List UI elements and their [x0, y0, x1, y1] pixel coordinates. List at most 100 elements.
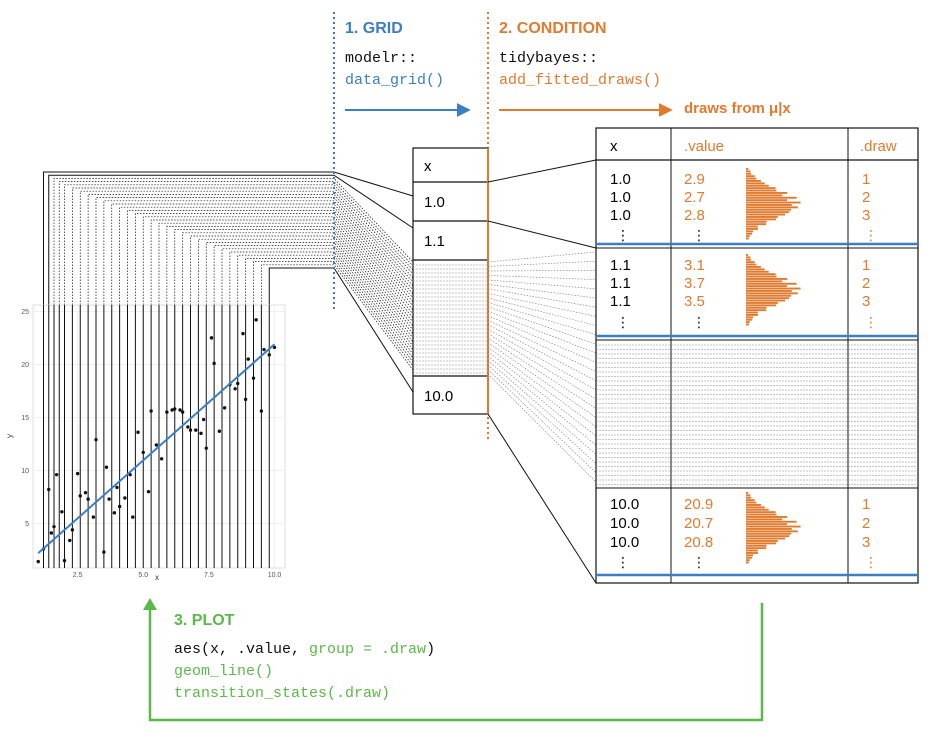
row-connector — [487, 302, 597, 336]
histogram-bar — [746, 554, 753, 557]
data-point — [159, 457, 164, 461]
grid-connector — [58, 181, 414, 305]
histogram-bar — [746, 282, 797, 285]
cell-value: 2.7 — [684, 189, 705, 206]
draws-group: 1.1 1.1 1.1 ⋮ 3.1 3.7 3.5 ⋮ 1 2 3 ⋮ — [610, 254, 878, 330]
grid-connector — [268, 267, 414, 393]
data-point — [209, 336, 214, 340]
y-tick-label: 5 — [25, 521, 29, 528]
histogram-bar — [746, 535, 790, 538]
y-tick-label: 10 — [21, 468, 29, 475]
histogram-bar — [746, 323, 749, 326]
geom-line-call: geom_line() — [174, 663, 273, 680]
row-connector — [487, 360, 597, 455]
data-point — [75, 471, 80, 476]
cell-draw: 1 — [862, 257, 870, 274]
grid-connector — [213, 245, 414, 347]
histogram-bar — [746, 172, 752, 175]
cell-x: 1.0 — [610, 207, 631, 224]
transition-states-call: transition_states(.draw) — [174, 685, 390, 702]
y-tick-label: 25 — [21, 309, 29, 316]
cell-draw: 1 — [862, 496, 870, 513]
histogram-bar — [746, 547, 767, 550]
data-point — [180, 410, 185, 414]
cell-x: 10.0 — [610, 534, 639, 551]
histogram-bar — [746, 199, 788, 202]
column-header-draw: .draw — [860, 138, 897, 155]
grid-connector — [221, 248, 414, 351]
histogram-bar — [746, 189, 777, 192]
grid-table-row: 1.1 — [424, 233, 445, 250]
histogram-bar — [746, 504, 761, 506]
data-point — [141, 450, 145, 455]
histogram-bar — [746, 528, 792, 530]
ellipsis: ⋮ — [864, 314, 878, 330]
histogram-bar — [746, 196, 797, 199]
data-point — [86, 497, 90, 501]
draws-group: 1.0 1.0 1.0 ⋮ 2.9 2.7 2.8 ⋮ 1 2 3 ⋮ — [610, 168, 878, 243]
data-point — [188, 428, 193, 432]
histogram-bar — [746, 182, 765, 185]
row-connector — [487, 346, 597, 428]
histogram-bar — [746, 204, 792, 206]
data-point — [170, 408, 174, 412]
data-point — [199, 431, 203, 436]
histogram-bar — [746, 237, 749, 240]
cell-value: 2.9 — [684, 171, 705, 188]
row-connector — [487, 364, 597, 464]
modelr-package-label: modelr:: — [345, 50, 417, 67]
histogram-bar — [746, 180, 761, 182]
histogram-bar — [746, 314, 758, 316]
histogram-bar — [746, 299, 786, 302]
step-plot-title: 3. PLOT — [174, 612, 235, 629]
data-point — [241, 331, 245, 336]
histogram-bar — [746, 549, 758, 552]
row-connector — [487, 306, 597, 345]
row-connector — [487, 342, 597, 418]
histogram-bar — [746, 223, 767, 226]
data-point — [173, 407, 177, 411]
step-grid-title: 1. GRID — [345, 20, 403, 37]
cell-x: 1.0 — [610, 189, 631, 206]
histogram-bar — [746, 501, 757, 504]
data-point — [91, 515, 96, 519]
data-point — [47, 487, 51, 492]
grid-connector — [253, 261, 414, 367]
data-point — [246, 357, 250, 361]
ellipsis: ⋮ — [692, 314, 706, 330]
step-condition: 2. CONDITION tidybayes:: add_fitted_draw… — [499, 20, 791, 117]
value-histogram — [746, 254, 801, 326]
histogram-bar — [746, 208, 792, 211]
ellipsis: ⋮ — [616, 314, 630, 330]
data-point — [251, 376, 256, 380]
draws-table: x .value .draw 1.0 1.0 1.0 ⋮ 2.9 2.7 2.8… — [595, 127, 919, 584]
data-point — [107, 497, 111, 501]
histogram-bar — [746, 218, 776, 221]
grid-connector — [205, 242, 414, 343]
data-point — [131, 515, 135, 519]
ellipsis: ⋮ — [864, 227, 878, 243]
histogram-bar — [746, 278, 788, 280]
row-connector — [487, 251, 597, 263]
histogram-bar — [746, 287, 801, 290]
x-tick-label: 7.5 — [204, 572, 214, 579]
histogram-bar — [746, 523, 788, 526]
grid-table-header: x — [424, 158, 432, 175]
data-point — [70, 528, 75, 532]
step-grid: 1. GRID modelr:: data_grid() — [345, 20, 471, 117]
histogram-bar — [746, 177, 757, 180]
cell-value: 3.5 — [684, 293, 705, 310]
histogram-bar — [746, 311, 758, 314]
histogram-bar — [746, 496, 752, 499]
grid-connector — [87, 194, 414, 305]
data-point — [60, 510, 64, 514]
data-point — [78, 494, 82, 498]
data-point — [36, 559, 40, 564]
histogram-bar — [746, 216, 778, 218]
cell-x: 1.0 — [610, 171, 631, 188]
histogram-bar — [746, 309, 767, 312]
grid-connector — [72, 187, 414, 305]
cell-draw: 2 — [862, 275, 870, 292]
data-point — [236, 381, 240, 386]
cell-x: 10.0 — [610, 515, 639, 532]
